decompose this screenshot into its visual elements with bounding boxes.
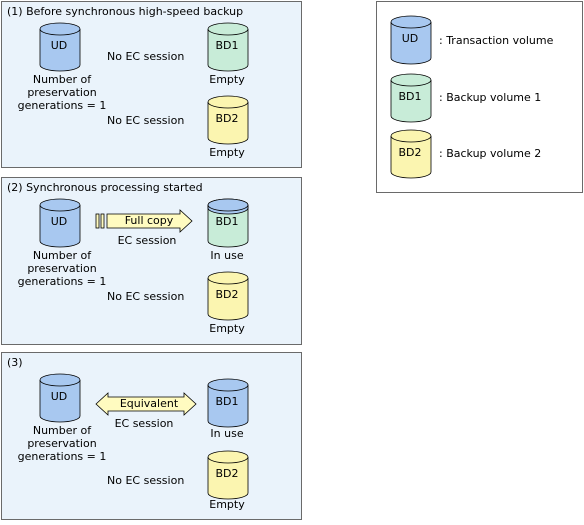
cylinder-shape xyxy=(207,22,249,72)
preservation-text: Number of preservation generations = 1 xyxy=(1,424,123,463)
no-ec-session-bd2: No EC session xyxy=(107,474,185,487)
bd2-volume-icon: BD2 xyxy=(207,95,251,145)
cylinder-shape xyxy=(207,378,249,428)
full-copy-arrow xyxy=(95,209,193,233)
equivalent-label: Equivalent xyxy=(119,397,179,410)
legend-ud-icon: UD xyxy=(390,15,434,65)
cylinder-shape xyxy=(207,198,249,248)
panel-title: (1) Before synchronous high-speed backup xyxy=(7,5,244,18)
preservation-text: Number of preservation generations = 1 xyxy=(1,249,123,288)
bd1-label: BD1 xyxy=(215,395,239,408)
no-ec-session-bd2: No EC session xyxy=(107,114,185,127)
ud-volume-icon: UD xyxy=(39,373,83,423)
bd1-volume-icon: BD1 xyxy=(207,378,251,428)
bd2-status: Empty xyxy=(209,498,245,511)
panel-title: (3) xyxy=(7,356,23,369)
cylinder-shape xyxy=(39,198,81,248)
panel-sync-started: (2) Synchronous processing started UD Nu… xyxy=(1,177,302,345)
legend-bd2-icon: BD2 xyxy=(390,129,434,179)
cylinder-shape xyxy=(39,22,81,72)
bd2-volume-icon: BD2 xyxy=(207,271,251,321)
bd2-label: BD2 xyxy=(215,112,239,125)
cylinder-shape xyxy=(207,95,249,145)
preservation-label: Number of preservation generations = 1 xyxy=(17,424,107,463)
ud-label: UD xyxy=(50,215,68,228)
bd1-label: BD1 xyxy=(215,215,239,228)
bd2-volume-icon: BD2 xyxy=(207,450,251,500)
bd1-status: In use xyxy=(210,427,244,440)
legend-bd1-icon: BD1 xyxy=(390,73,434,123)
legend-ud-label: UD xyxy=(401,32,419,45)
ud-label: UD xyxy=(50,390,68,403)
bd1-volume-icon: BD1 xyxy=(207,22,251,72)
cylinder-shape xyxy=(390,15,432,65)
equivalent-arrow xyxy=(95,392,197,416)
legend-bd1-text: : Backup volume 1 xyxy=(439,91,542,104)
cylinder-shape xyxy=(207,271,249,321)
bd1-status: Empty xyxy=(209,73,245,86)
no-ec-session-bd2: No EC session xyxy=(107,290,185,303)
ud-volume-icon: UD xyxy=(39,198,83,248)
legend: UD : Transaction volume BD1 : Backup vol… xyxy=(376,1,583,193)
ec-session-label: EC session xyxy=(114,417,174,430)
legend-bd1-label: BD1 xyxy=(398,90,422,103)
ud-label: UD xyxy=(50,39,68,52)
legend-bd2-text: : Backup volume 2 xyxy=(439,147,542,160)
bd1-label: BD1 xyxy=(215,39,239,52)
preservation-text: Number of preservation generations = 1 xyxy=(1,73,123,112)
panel-title: (2) Synchronous processing started xyxy=(7,181,203,194)
cylinder-shape xyxy=(207,450,249,500)
ud-volume-icon: UD xyxy=(39,22,83,72)
bd1-status: In use xyxy=(210,249,244,262)
preservation-label: Number of preservation generations = 1 xyxy=(17,249,107,288)
cylinder-shape xyxy=(390,73,432,123)
bd2-status: Empty xyxy=(209,322,245,335)
cylinder-shape xyxy=(39,373,81,423)
panel-equivalent: (3) UD Number of preservation generation… xyxy=(1,352,302,520)
bd2-status: Empty xyxy=(209,146,245,159)
no-ec-session-bd1: No EC session xyxy=(107,50,185,63)
legend-ud-text: : Transaction volume xyxy=(439,34,554,47)
preservation-label: Number of preservation generations = 1 xyxy=(17,73,107,112)
ec-session-label: EC session xyxy=(117,234,177,247)
bd1-volume-icon: BD1 xyxy=(207,198,251,248)
full-copy-label: Full copy xyxy=(124,214,174,227)
legend-bd2-label: BD2 xyxy=(398,146,422,159)
cylinder-shape xyxy=(390,129,432,179)
panel-before-backup: (1) Before synchronous high-speed backup… xyxy=(1,1,302,168)
bd2-label: BD2 xyxy=(215,467,239,480)
bd2-label: BD2 xyxy=(215,288,239,301)
